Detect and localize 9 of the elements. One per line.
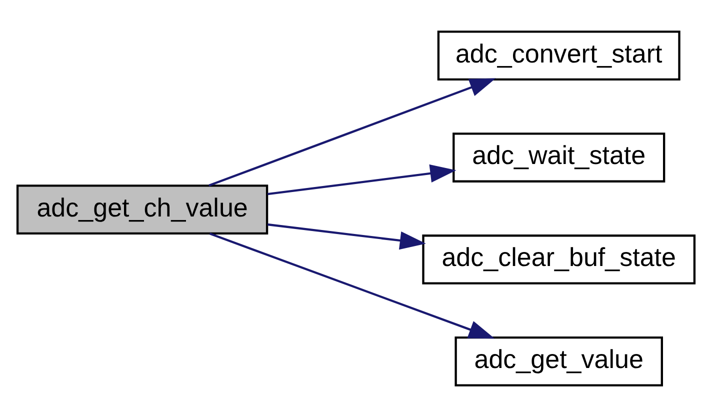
node-box: adc_clear_buf_state xyxy=(422,234,696,284)
node-box: adc_convert_start xyxy=(437,30,680,80)
node-box: adc_get_ch_value xyxy=(16,184,268,234)
arrow xyxy=(209,232,495,338)
arrow xyxy=(208,78,496,186)
node-box: adc_wait_state xyxy=(452,132,666,182)
arrow xyxy=(267,164,456,195)
node-box: adc_get_value xyxy=(454,336,663,386)
arrow xyxy=(267,222,426,250)
